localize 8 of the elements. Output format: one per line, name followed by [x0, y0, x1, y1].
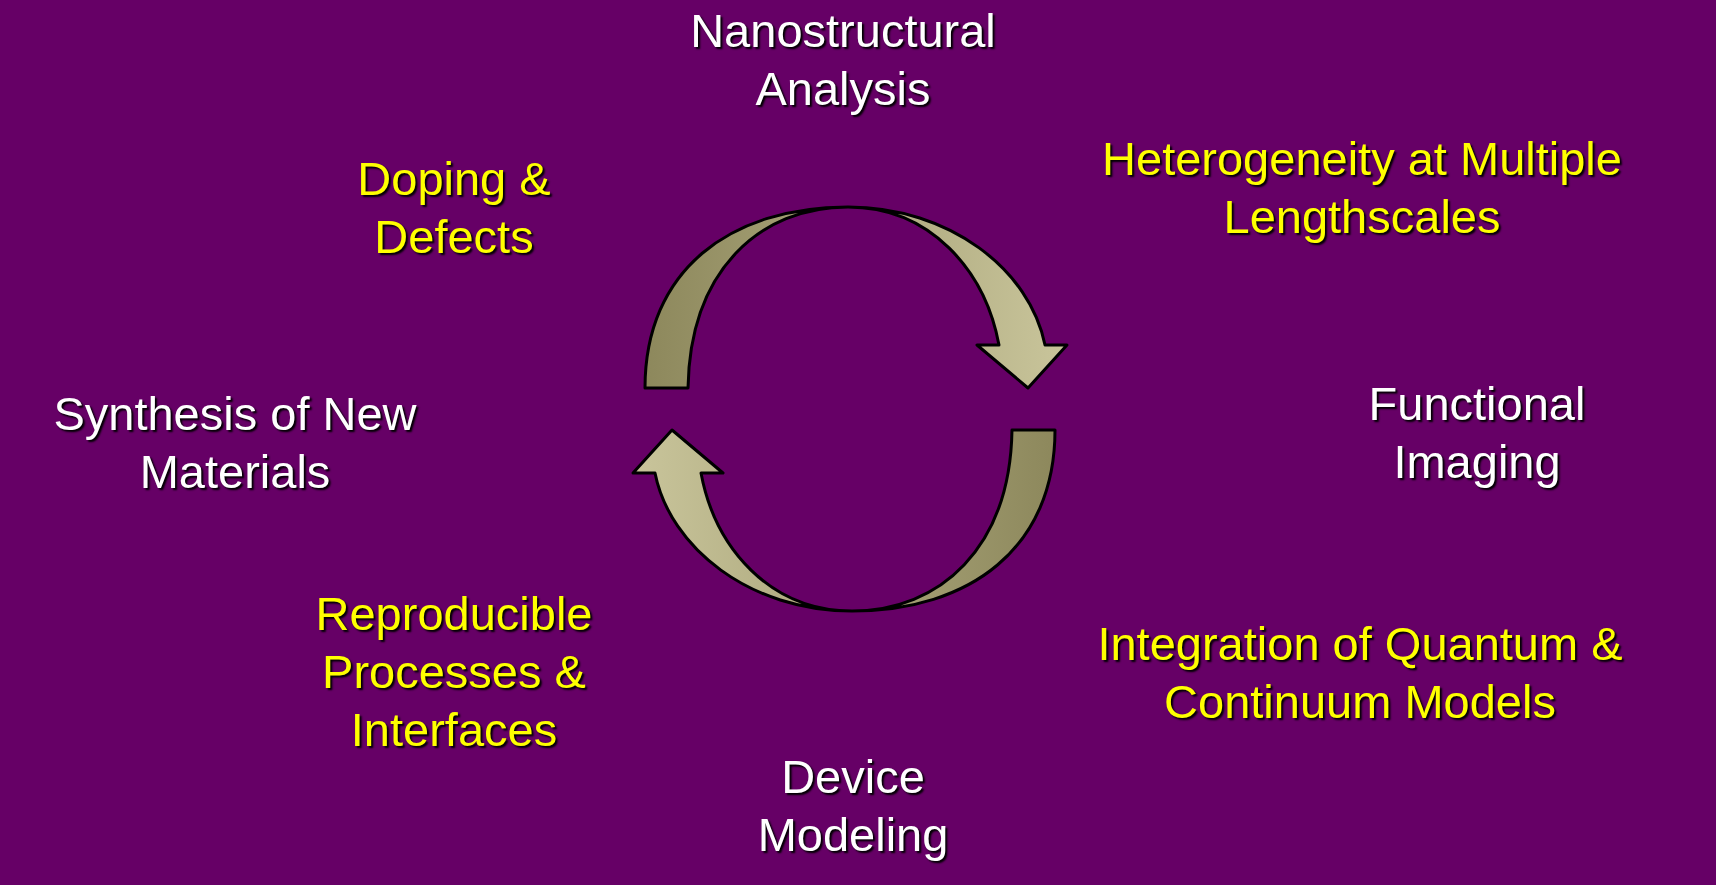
- topic-label: Doping & Defects: [356, 151, 552, 265]
- topic-label: Reproducible Processes & Interfaces: [314, 586, 594, 758]
- topic-label: Device Modeling: [756, 749, 950, 863]
- topic-label: Functional Imaging: [1367, 376, 1587, 490]
- topic-label: Synthesis of New Materials: [52, 386, 418, 500]
- topic-label: Nanostructural Analysis: [689, 3, 997, 117]
- topic-label: Integration of Quantum & Continuum Models: [1096, 616, 1624, 730]
- topic-label: Heterogeneity at Multiple Lengthscales: [1101, 131, 1623, 245]
